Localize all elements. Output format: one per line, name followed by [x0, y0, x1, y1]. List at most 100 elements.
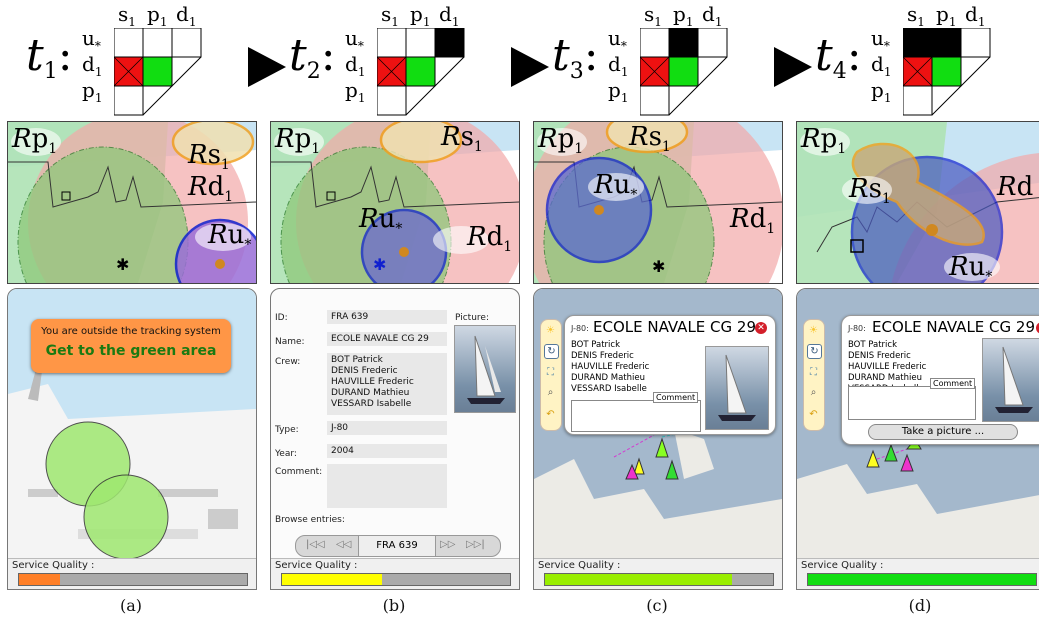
caption-b: (b) — [382, 596, 406, 615]
zone-map-t2: ✱ Rp1 Rs1 Ru* Rd1 — [270, 121, 520, 284]
map-label: Rd1 — [467, 222, 513, 256]
zone-map-t2-svg: ✱ — [271, 122, 519, 283]
matrix-row-label: d1 — [82, 52, 103, 79]
matrix-row-label: d1 — [871, 52, 892, 79]
matrix-diagonal — [640, 28, 728, 116]
svg-text:✱: ✱ — [116, 255, 129, 274]
matrix-col-label: s1 — [644, 2, 662, 29]
sync-icon[interactable]: ↻ — [544, 344, 559, 359]
matrix-col-label: d1 — [176, 2, 197, 29]
panel-a: You are outside the tracking system Get … — [7, 288, 257, 590]
matrix-col-label: p1 — [147, 2, 168, 29]
id-field[interactable]: FRA 639 — [327, 310, 447, 324]
service-quality-bar: Service Quality : — [271, 558, 519, 589]
next-entry-icon[interactable]: ▷▷ — [440, 539, 456, 550]
quality-track — [544, 573, 774, 586]
map-label: Rp1 — [275, 124, 321, 158]
quality-track — [807, 573, 1037, 586]
zone-map-t3-svg: ✱ — [534, 122, 782, 283]
map-label: Rp1 — [12, 124, 58, 158]
take-picture-button[interactable]: Take a picture ... — [868, 424, 1018, 440]
matrix-row-label: p1 — [345, 78, 366, 105]
matrix-diagonal — [903, 28, 991, 116]
matrix-col-label: p1 — [673, 2, 694, 29]
matrix-row-label: u* — [82, 26, 101, 53]
crew-member: DENIS Frederic — [331, 366, 398, 376]
comment-box[interactable] — [848, 386, 976, 420]
comment-box[interactable] — [571, 400, 701, 432]
close-icon[interactable]: ✕ — [755, 322, 767, 334]
matrix-cell — [405, 56, 436, 87]
conflict-matrix — [377, 28, 465, 116]
comment-label: Comment — [930, 378, 976, 389]
quality-fill — [282, 574, 383, 585]
expand-icon[interactable]: ⛶ — [547, 367, 554, 378]
type-field[interactable]: J-80 — [327, 421, 447, 435]
service-quality-label: Service Quality : — [538, 560, 621, 571]
boat-type: J-80: — [848, 324, 866, 333]
boat-name: ECOLE NAVALE CG 29 — [872, 318, 1036, 336]
matrix-cell — [640, 85, 670, 116]
panel-c: ☀ ↻ ⛶ ⌕ ↶ J-80: ECOLE NAVALE CG 29 ✕ BOT… — [533, 288, 783, 590]
comment-field[interactable] — [327, 464, 447, 508]
quality-fill — [808, 574, 1036, 585]
time-step-label: t4: — [815, 30, 862, 84]
comment-label: Comment — [653, 392, 699, 403]
crew-member: BOT Patrick — [331, 355, 383, 365]
crew-member: VESSARD Isabelle — [331, 399, 412, 409]
prev-entry-icon[interactable]: ◁◁ — [336, 539, 352, 550]
map-label: Ru* — [208, 220, 252, 254]
quality-fill — [19, 574, 61, 585]
quality-fill — [545, 574, 732, 585]
crew-member: HAUVILLE Frederic — [848, 362, 927, 372]
svg-text:✱: ✱ — [652, 257, 665, 276]
year-field[interactable]: 2004 — [327, 444, 447, 458]
back-icon[interactable]: ↶ — [809, 409, 818, 420]
map-label: Rs1 — [441, 122, 483, 156]
map-label: Rs1 — [629, 122, 671, 156]
map-label: Rd — [997, 172, 1034, 202]
matrix-col-label: d1 — [965, 2, 986, 29]
map-label: Rp1 — [801, 124, 847, 158]
matrix-cell — [171, 28, 202, 58]
matrix-cell — [434, 28, 465, 58]
crew-member: DENIS Frederic — [848, 351, 911, 361]
search-icon[interactable]: ⌕ — [547, 387, 554, 398]
boat-photo — [705, 346, 769, 430]
crew-member: VESSARD Isabelle — [571, 384, 647, 394]
matrix-cell — [903, 28, 933, 58]
matrix-cell — [697, 28, 728, 58]
browse-label: Browse entries: — [275, 515, 345, 525]
crew-member: DURAND Mathieu — [848, 373, 922, 383]
browse-current: FRA 639 — [358, 536, 436, 556]
matrix-row-label: u* — [345, 26, 364, 53]
matrix-cell — [668, 28, 699, 58]
crew-member: HAUVILLE Frederic — [331, 377, 414, 387]
warning-banner: You are outside the tracking system Get … — [31, 319, 231, 373]
matrix-row-label: p1 — [871, 78, 892, 105]
matrix-cell — [114, 85, 144, 116]
sun-icon[interactable]: ☀ — [546, 325, 555, 336]
name-field[interactable]: ECOLE NAVALE CG 29 — [327, 332, 447, 346]
matrix-cell — [668, 56, 699, 87]
matrix-cell — [903, 85, 933, 116]
map-label: Ru* — [359, 204, 403, 238]
matrix-row-label: p1 — [608, 78, 629, 105]
map-label: Rs1 — [849, 174, 891, 208]
sync-icon[interactable]: ↻ — [807, 344, 822, 359]
last-entry-icon[interactable]: ▷▷| — [466, 539, 485, 550]
expand-icon[interactable]: ⛶ — [810, 367, 817, 378]
service-quality-bar: Service Quality : — [797, 558, 1039, 589]
matrix-cross — [903, 56, 933, 87]
matrix-cell — [142, 56, 173, 87]
first-entry-icon[interactable]: |◁◁ — [306, 539, 325, 550]
time-step-label: t3: — [552, 30, 599, 84]
matrix-cross — [377, 56, 407, 87]
sun-icon[interactable]: ☀ — [809, 325, 818, 336]
back-icon[interactable]: ↶ — [546, 409, 555, 420]
search-icon[interactable]: ⌕ — [810, 387, 817, 398]
panel-b: ID: FRA 639 Name: ECOLE NAVALE CG 29 Cre… — [270, 288, 520, 590]
